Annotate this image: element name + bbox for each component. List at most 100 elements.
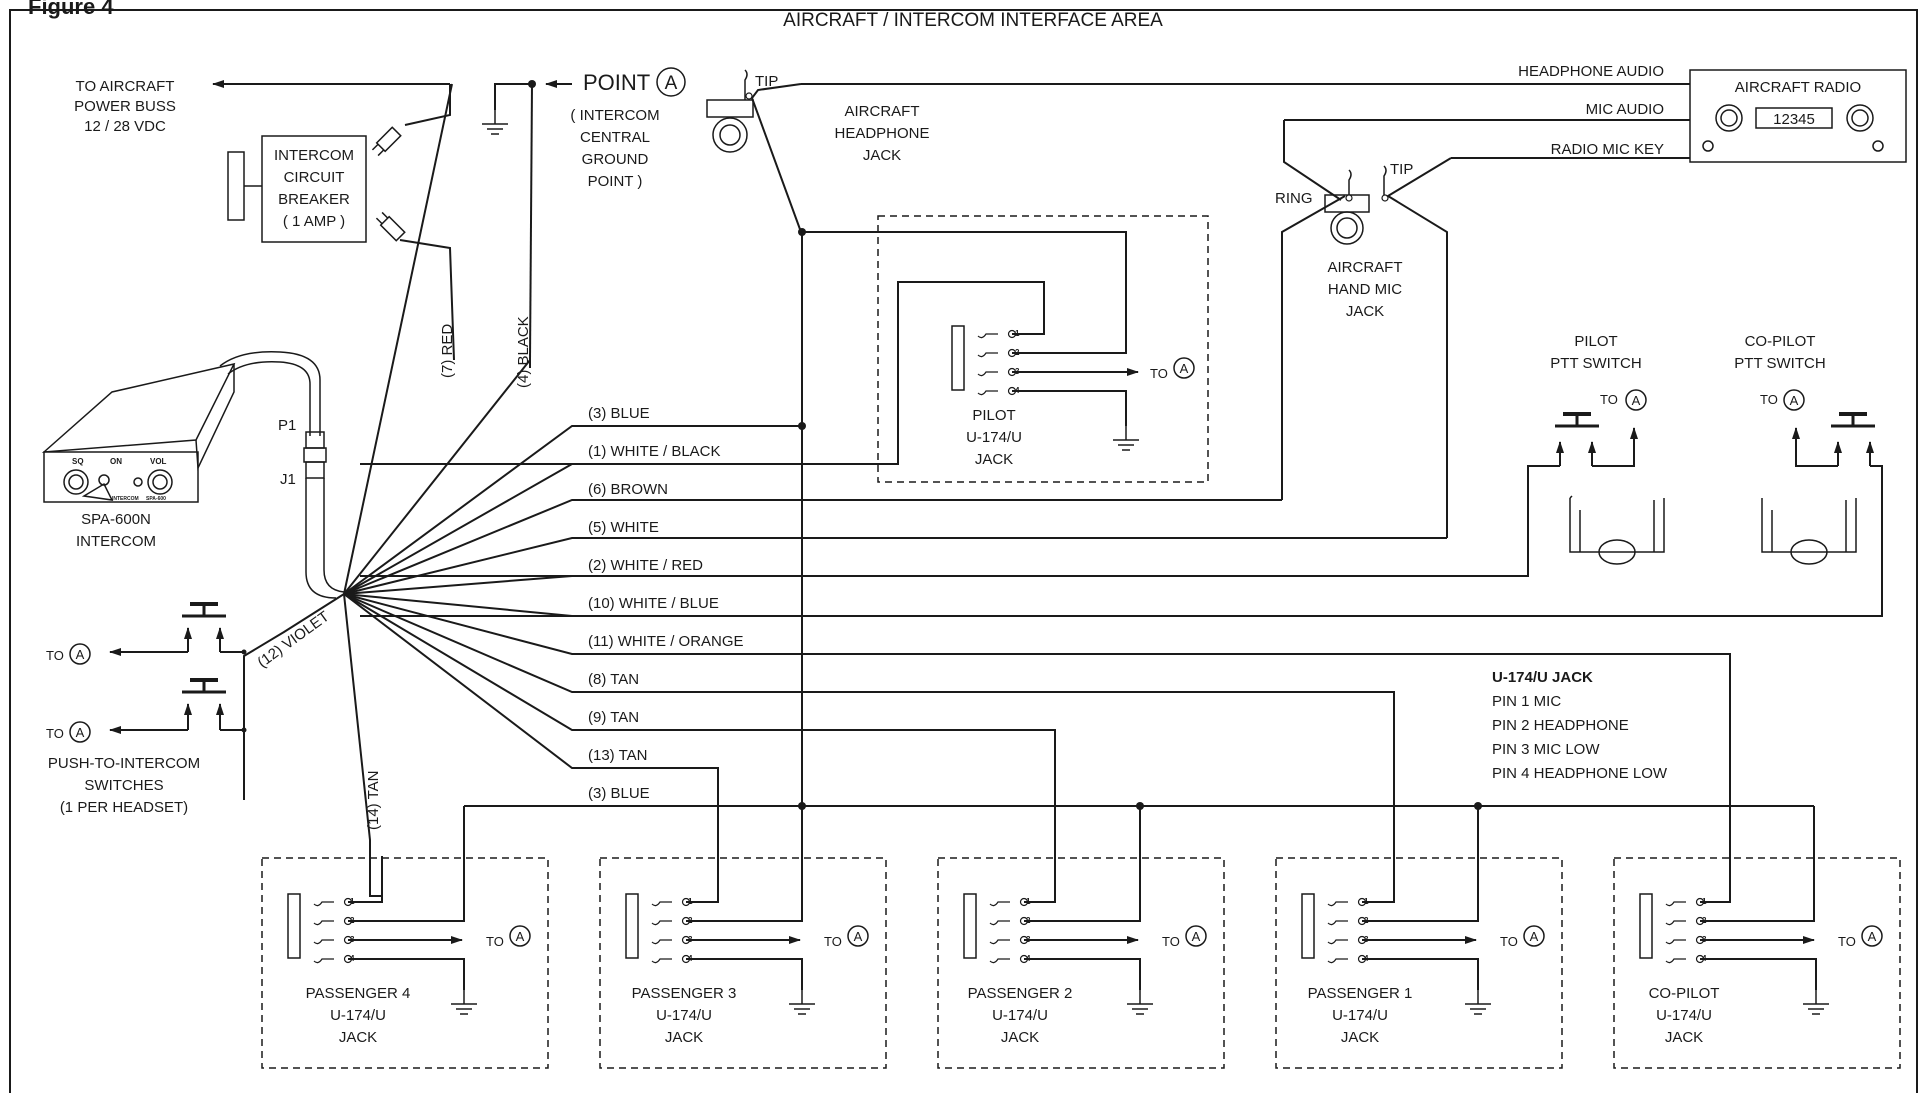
svg-text:HAND MIC: HAND MIC: [1328, 281, 1402, 298]
svg-text:PASSENGER 1: PASSENGER 1: [1308, 985, 1413, 1002]
svg-text:PTT SWITCH: PTT SWITCH: [1734, 355, 1825, 372]
svg-text:(4) BLACK: (4) BLACK: [515, 316, 532, 388]
svg-text:CENTRAL: CENTRAL: [580, 129, 650, 146]
svg-text:12345: 12345: [1773, 111, 1815, 128]
svg-text:(7) RED: (7) RED: [439, 324, 456, 378]
svg-text:A: A: [1868, 929, 1877, 944]
svg-text:U-174/U: U-174/U: [1656, 1007, 1712, 1024]
svg-text:U-174/U: U-174/U: [966, 429, 1022, 446]
svg-text:VOL: VOL: [150, 457, 167, 466]
svg-text:AIRCRAFT: AIRCRAFT: [845, 103, 920, 120]
svg-text:A: A: [76, 647, 85, 662]
svg-text:PTT SWITCH: PTT SWITCH: [1550, 355, 1641, 372]
svg-text:TO: TO: [1150, 366, 1168, 381]
svg-text:J1: J1: [280, 471, 296, 488]
svg-text:JACK: JACK: [339, 1029, 377, 1046]
svg-text:(10) WHITE / BLUE: (10) WHITE / BLUE: [588, 595, 719, 612]
svg-text:A: A: [854, 929, 863, 944]
svg-text:CIRCUIT: CIRCUIT: [284, 169, 345, 186]
svg-text:PIN 4 HEADPHONE LOW: PIN 4 HEADPHONE LOW: [1492, 765, 1668, 782]
svg-text:TO: TO: [486, 934, 504, 949]
jack-pin-legend: U-174/U JACK PIN 1 MIC PIN 2 HEADPHONE P…: [1492, 669, 1668, 782]
area-title: AIRCRAFT / INTERCOM INTERFACE AREA: [783, 10, 1163, 31]
svg-text:SQ: SQ: [72, 457, 84, 466]
svg-text:RING: RING: [1275, 190, 1313, 207]
svg-text:CO-PILOT: CO-PILOT: [1745, 333, 1816, 350]
svg-text:12 / 28 VDC: 12 / 28 VDC: [84, 118, 166, 135]
circuit-breaker: INTERCOM CIRCUIT BREAKER ( 1 AMP ): [227, 84, 455, 361]
aircraft-headphone-jack: TIP AIRCRAFT HEADPHONE JACK: [706, 69, 1690, 233]
svg-text:U-174/U JACK: U-174/U JACK: [1492, 669, 1593, 686]
svg-text:INTERCOM: INTERCOM: [112, 496, 139, 502]
svg-text:( 1 AMP ): ( 1 AMP ): [283, 213, 345, 230]
svg-text:AIRCRAFT: AIRCRAFT: [1328, 259, 1403, 276]
svg-text:U-174/U: U-174/U: [992, 1007, 1048, 1024]
passenger-4-jack: 1 2 3 4 TO A PASSENGER 4 U-174/U JACK: [261, 806, 549, 1069]
svg-text:MIC AUDIO: MIC AUDIO: [1586, 101, 1664, 118]
svg-text:TO AIRCRAFT: TO AIRCRAFT: [76, 78, 175, 95]
passenger-1-jack: 1 2 3 4 TO A PASSENGER 1 U-174/U JACK: [1275, 692, 1563, 1069]
svg-text:SPA-600N: SPA-600N: [81, 511, 151, 528]
push-to-intercom-switches: TO A TO A PUSH-TO-INTERCOM SWITCHES (1 P…: [46, 602, 247, 816]
svg-text:JACK: JACK: [975, 451, 1013, 468]
svg-text:RADIO MIC KEY: RADIO MIC KEY: [1551, 141, 1664, 158]
svg-text:A: A: [1180, 361, 1189, 376]
svg-text:(3) BLUE: (3) BLUE: [588, 405, 650, 422]
svg-text:A: A: [76, 725, 85, 740]
aircraft-radio: AIRCRAFT RADIO 12345 HEADPHONE AUDIO MIC…: [1284, 63, 1907, 163]
pilot-jack: 1 2 3 4 TO A PILOT U-174/U JACK: [360, 215, 1209, 483]
diagram-frame: [9, 9, 1918, 1093]
svg-text:GROUND: GROUND: [582, 151, 649, 168]
svg-text:A: A: [1790, 393, 1799, 408]
svg-text:A: A: [1530, 929, 1539, 944]
svg-text:PIN 3 MIC LOW: PIN 3 MIC LOW: [1492, 741, 1600, 758]
svg-text:TO: TO: [824, 934, 842, 949]
svg-text:(12) VIOLET: (12) VIOLET: [254, 608, 332, 671]
svg-text:U-174/U: U-174/U: [330, 1007, 386, 1024]
svg-text:JACK: JACK: [1665, 1029, 1703, 1046]
svg-text:TO: TO: [1760, 392, 1778, 407]
svg-text:A: A: [665, 73, 678, 94]
svg-text:(11) WHITE / ORANGE: (11) WHITE / ORANGE: [588, 633, 744, 650]
svg-text:TIP: TIP: [1390, 161, 1413, 178]
svg-text:A: A: [1632, 393, 1641, 408]
spa-600n-intercom: SQ ON VOL INTERCOM SPA-600 SPA-600N INTE…: [41, 351, 345, 599]
svg-text:ON: ON: [110, 457, 122, 466]
svg-text:(2) WHITE / RED: (2) WHITE / RED: [588, 557, 703, 574]
svg-text:SPA-600: SPA-600: [146, 496, 166, 502]
svg-text:TIP: TIP: [755, 73, 778, 90]
svg-text:P1: P1: [278, 417, 296, 434]
svg-text:BREAKER: BREAKER: [278, 191, 350, 208]
svg-text:HEADPHONE: HEADPHONE: [834, 125, 929, 142]
svg-text:POINT ): POINT ): [588, 173, 643, 190]
aircraft-hand-mic-jack: RING TIP AIRCRAFT HAND MIC JACK: [1275, 120, 1452, 538]
svg-text:PASSENGER 3: PASSENGER 3: [632, 985, 737, 1002]
svg-text:A: A: [516, 929, 525, 944]
svg-text:(14) TAN: (14) TAN: [365, 771, 382, 830]
svg-text:(13) TAN: (13) TAN: [588, 747, 647, 764]
svg-text:A: A: [1192, 929, 1201, 944]
svg-text:U-174/U: U-174/U: [656, 1007, 712, 1024]
svg-text:(1) WHITE / BLACK: (1) WHITE / BLACK: [588, 443, 721, 460]
svg-text:TO: TO: [46, 648, 64, 663]
svg-text:JACK: JACK: [665, 1029, 703, 1046]
copilot-jack: 1 2 3 4 TO A CO-PILOT U-174/U JACK: [1613, 654, 1901, 1069]
svg-text:TO: TO: [46, 726, 64, 741]
passenger-2-jack: 1 2 3 4 TO A PASSENGER 2 U-174/U JACK: [937, 730, 1225, 1069]
passenger-3-jack: 1 2 3 4 TO A PASSENGER 3 U-174/U JACK: [599, 768, 887, 1069]
svg-text:(9) TAN: (9) TAN: [588, 709, 639, 726]
svg-text:PIN 1 MIC: PIN 1 MIC: [1492, 693, 1561, 710]
svg-text:PILOT: PILOT: [1574, 333, 1617, 350]
svg-text:(1 PER HEADSET): (1 PER HEADSET): [60, 799, 188, 816]
svg-text:POWER BUSS: POWER BUSS: [74, 98, 176, 115]
svg-text:JACK: JACK: [1001, 1029, 1039, 1046]
svg-text:TO: TO: [1162, 934, 1180, 949]
svg-text:POINT: POINT: [583, 70, 650, 95]
svg-text:INTERCOM: INTERCOM: [274, 147, 354, 164]
svg-text:PASSENGER 4: PASSENGER 4: [306, 985, 411, 1002]
svg-text:HEADPHONE AUDIO: HEADPHONE AUDIO: [1518, 63, 1664, 80]
svg-text:JACK: JACK: [863, 147, 901, 164]
svg-text:PIN 2 HEADPHONE: PIN 2 HEADPHONE: [1492, 717, 1629, 734]
power-buss: TO AIRCRAFT POWER BUSS 12 / 28 VDC: [74, 78, 450, 135]
